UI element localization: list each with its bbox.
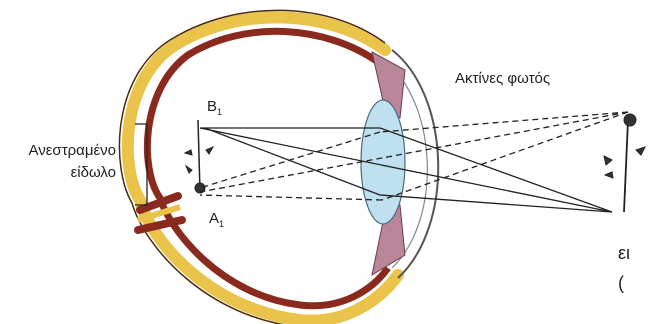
ray-solid-5 — [205, 128, 380, 195]
point-a1-subscript: 1 — [219, 219, 224, 229]
ray-dashed-5 — [200, 195, 382, 200]
light-rays — [200, 112, 628, 212]
point-a1-label: A1 — [209, 210, 224, 229]
light-rays-label: Ακτίνες φωτός — [455, 70, 550, 87]
inverted-image-label: Ανεστραμένο είδωλο — [4, 140, 116, 184]
point-b1-letter: B — [207, 98, 217, 115]
object-flower — [604, 114, 645, 212]
object-label-line1: ει — [618, 238, 630, 268]
ray-dashed-3 — [200, 132, 380, 188]
object-label-partial: ει ( — [618, 238, 630, 298]
point-b1-label: B1 — [207, 98, 222, 117]
ray-dashed-4 — [382, 112, 628, 200]
point-a1-letter: A — [209, 210, 219, 227]
ray-dashed-2 — [380, 112, 628, 132]
point-b1-subscript: 1 — [217, 107, 222, 117]
ray-solid-2 — [380, 128, 612, 212]
ray-dashed-1 — [200, 112, 628, 192]
inverted-image-label-line1: Ανεστραμένο — [4, 140, 116, 162]
inverted-image-label-line2: είδωλο — [4, 162, 116, 184]
ray-solid-1 — [200, 128, 612, 212]
object-label-line2: ( — [618, 268, 630, 298]
ray-solid-4 — [380, 195, 612, 212]
retinal-image-flower — [185, 120, 213, 193]
